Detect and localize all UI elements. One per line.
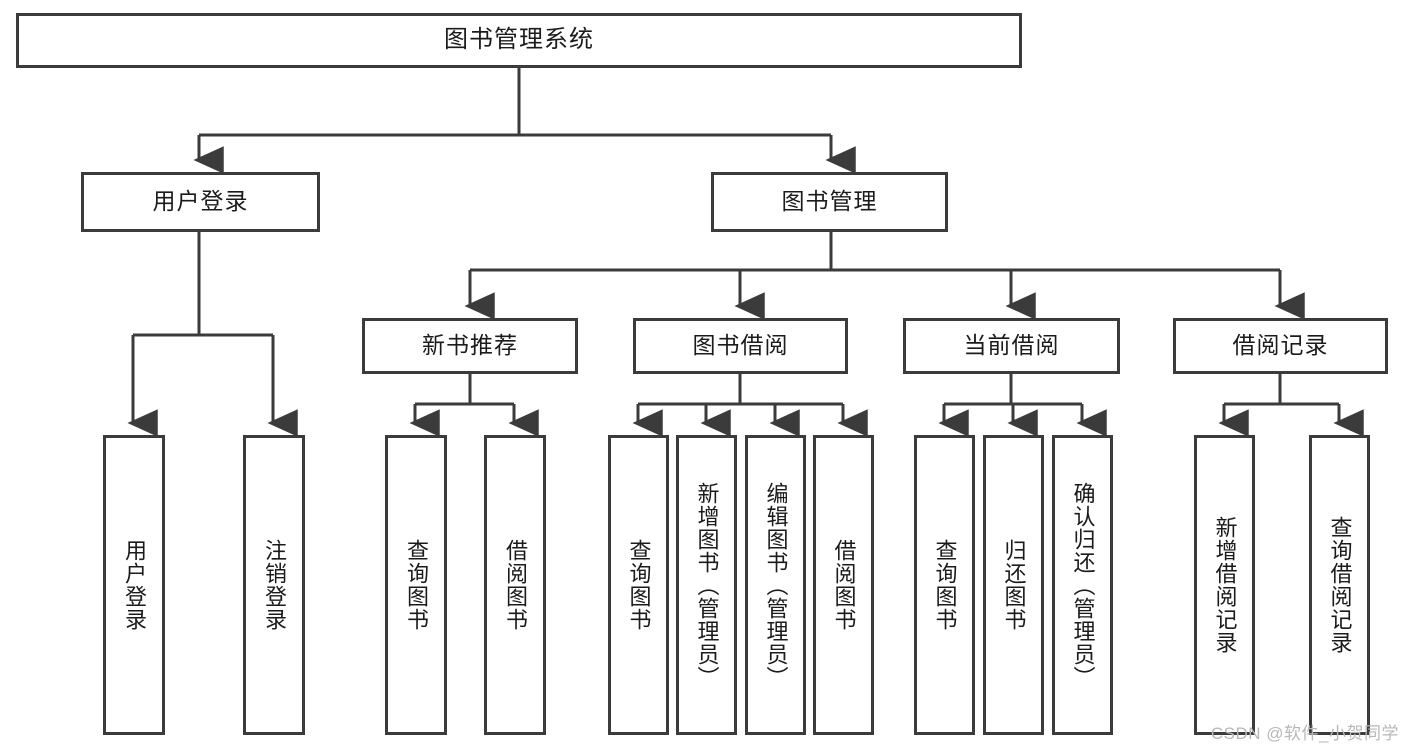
node-borrow-record[interactable]: 借阅记录: [1173, 318, 1388, 374]
node-label: 查询图书: [403, 539, 429, 631]
node-label: 新增图书（管理员）: [694, 481, 720, 689]
node-label: 编辑图书（管理员）: [763, 481, 789, 689]
node-label: 当前借阅: [963, 332, 1060, 359]
node-current-borrow[interactable]: 当前借阅: [903, 318, 1120, 374]
node-label: 图书管理系统: [444, 26, 594, 54]
node-label: 新增借阅记录: [1212, 516, 1238, 654]
node-leaf-user-login[interactable]: 用户登录: [103, 435, 165, 735]
node-label: 新书推荐: [422, 332, 518, 359]
node-label: 用户登录: [121, 539, 147, 631]
node-book-borrow[interactable]: 图书借阅: [633, 318, 848, 374]
node-leaf-borrow-book-1[interactable]: 借阅图书: [484, 435, 546, 735]
node-new-book-recommend[interactable]: 新书推荐: [362, 318, 578, 374]
node-leaf-return-book[interactable]: 归还图书: [983, 435, 1044, 735]
node-leaf-confirm-return[interactable]: 确认归还（管理员）: [1052, 435, 1113, 735]
node-leaf-add-record[interactable]: 新增借阅记录: [1194, 435, 1255, 735]
node-leaf-borrow-book-2[interactable]: 借阅图书: [813, 435, 874, 735]
node-leaf-add-book[interactable]: 新增图书（管理员）: [676, 435, 737, 735]
node-label: 查询图书: [932, 539, 958, 631]
node-user-login[interactable]: 用户登录: [81, 172, 320, 232]
node-label: 图书借阅: [692, 332, 789, 359]
node-label: 查询图书: [626, 539, 652, 631]
node-leaf-query-record[interactable]: 查询借阅记录: [1309, 435, 1370, 735]
node-book-manage[interactable]: 图书管理: [711, 172, 948, 232]
node-label: 注销登录: [261, 539, 287, 631]
node-leaf-query-book-1[interactable]: 查询图书: [385, 435, 447, 735]
node-label: 借阅图书: [831, 539, 857, 631]
watermark: CSDN @软件_小贺同学: [1210, 724, 1399, 743]
node-label: 借阅记录: [1232, 332, 1329, 359]
node-leaf-query-book-2[interactable]: 查询图书: [608, 435, 669, 735]
node-label: 图书管理: [781, 188, 878, 215]
node-label: 归还图书: [1001, 539, 1027, 631]
node-label: 查询借阅记录: [1327, 516, 1353, 654]
node-label: 借阅图书: [502, 539, 528, 631]
node-label: 确认归还（管理员）: [1070, 481, 1096, 689]
node-leaf-query-book-3[interactable]: 查询图书: [914, 435, 975, 735]
node-leaf-user-logout[interactable]: 注销登录: [243, 435, 305, 735]
node-leaf-edit-book[interactable]: 编辑图书（管理员）: [745, 435, 806, 735]
node-root-system[interactable]: 图书管理系统: [16, 13, 1022, 68]
node-label: 用户登录: [152, 188, 249, 215]
